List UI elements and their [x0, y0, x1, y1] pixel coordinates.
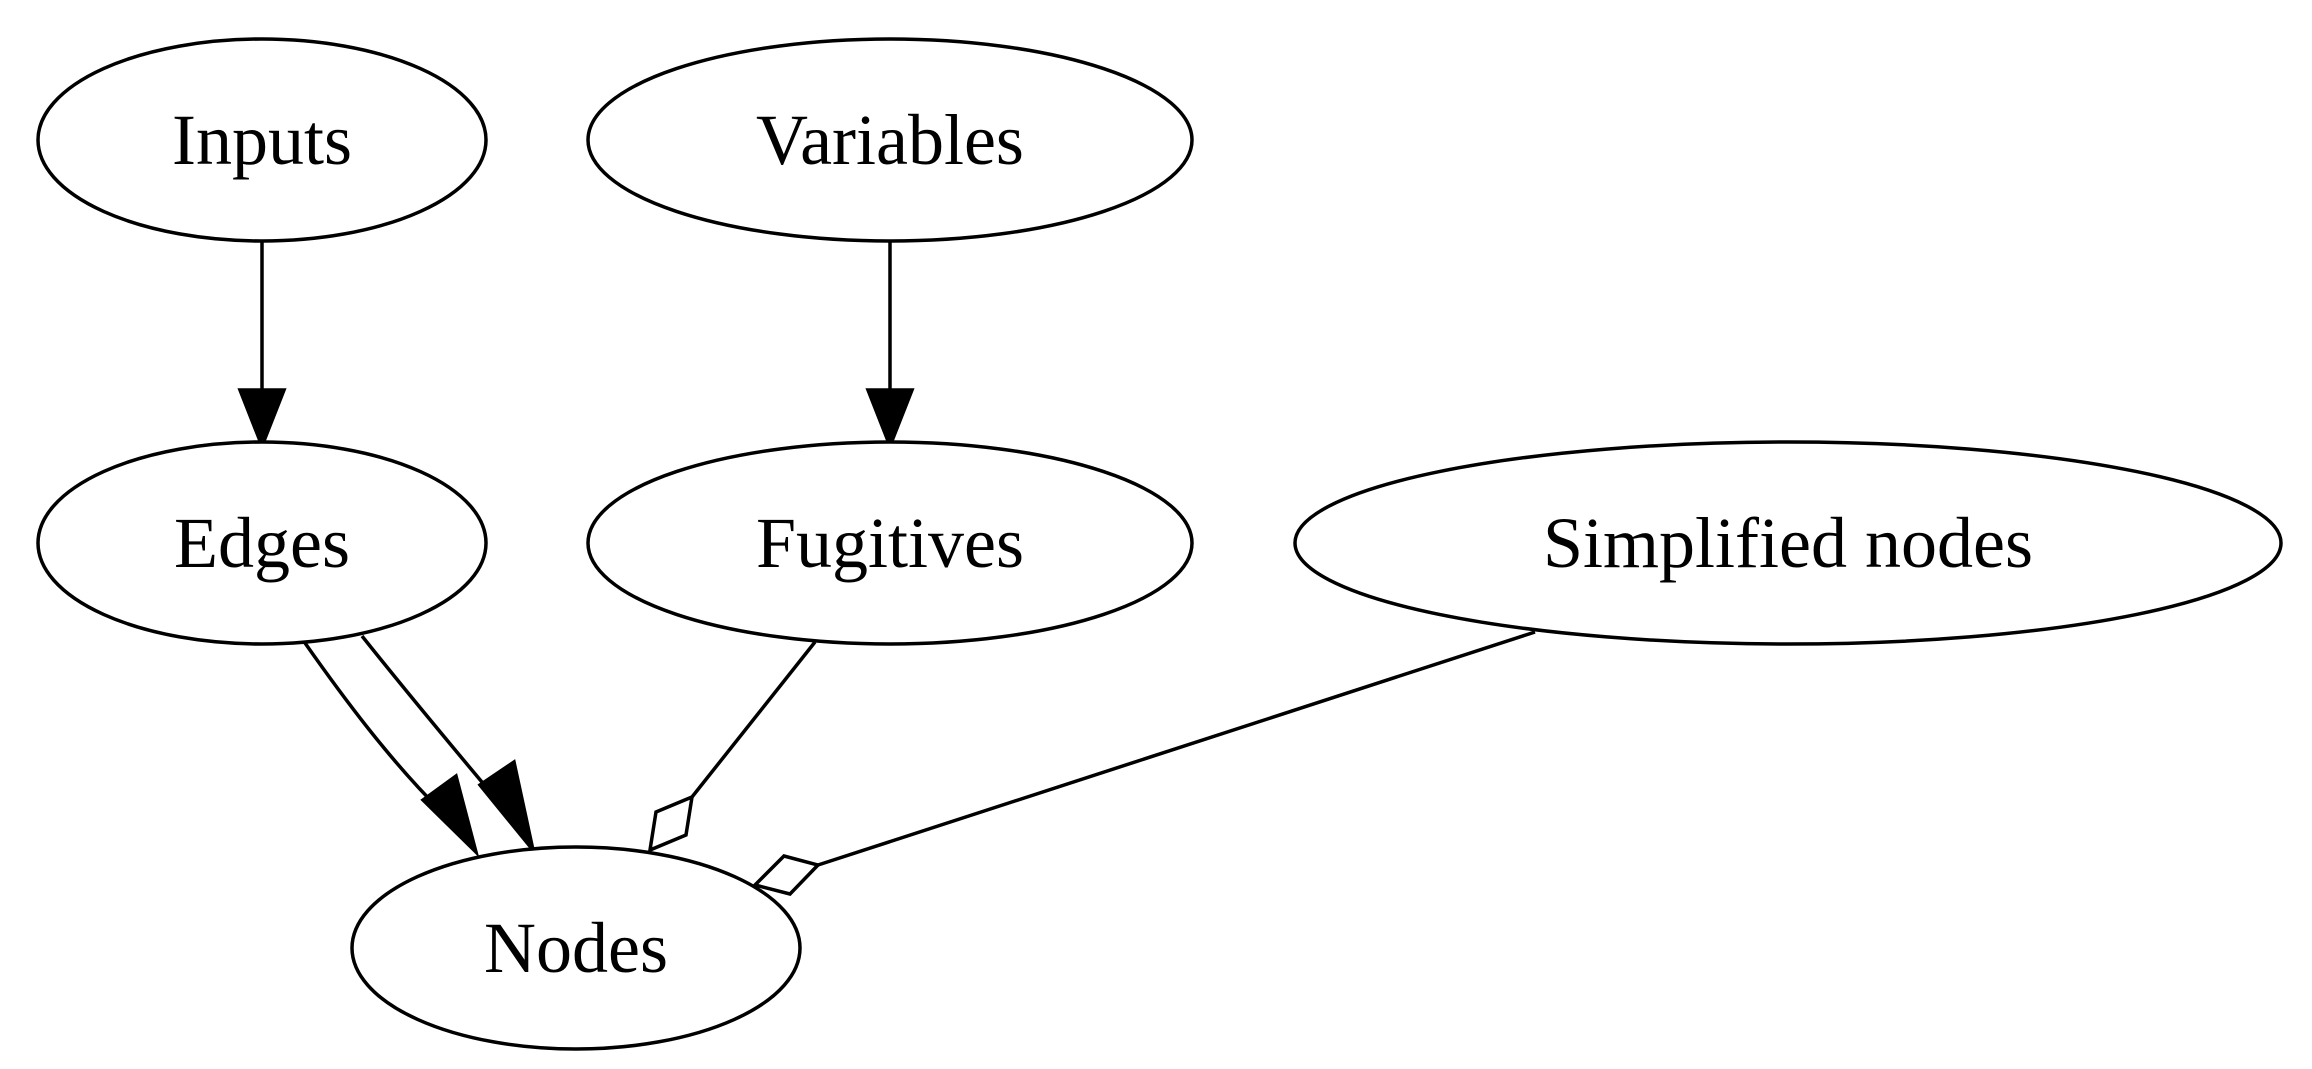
arrowhead-normal	[237, 388, 287, 451]
node-label: Edges	[174, 503, 350, 583]
arrowhead-odiamond	[751, 854, 822, 896]
node-fugitives: Fugitives	[586, 440, 1194, 646]
node-label: Nodes	[484, 908, 668, 988]
node-label: Simplified nodes	[1543, 503, 2033, 583]
node-label: Inputs	[172, 100, 352, 180]
arrowhead-normal	[865, 388, 915, 451]
edge-variables-to-fugitives	[865, 242, 915, 451]
node-variables: Variables	[586, 37, 1194, 243]
arrowhead-odiamond	[647, 794, 695, 853]
edge-edges-to-nodes-1	[303, 641, 480, 858]
arrowhead-normal	[420, 773, 480, 858]
edge-simplified-to-nodes	[751, 630, 1536, 896]
node-nodes: Nodes	[350, 845, 802, 1051]
edge-edges-to-nodes-2	[360, 634, 535, 852]
node-inputs: Inputs	[36, 37, 488, 243]
edge-inputs-to-edges	[237, 242, 287, 451]
node-label: Variables	[756, 100, 1024, 180]
edge-fugitives-to-nodes	[647, 640, 817, 853]
node-label: Fugitives	[756, 503, 1024, 583]
node-edges: Edges	[36, 440, 488, 646]
arrowhead-normal	[477, 759, 535, 852]
node-simplified-nodes: Simplified nodes	[1293, 440, 2283, 646]
